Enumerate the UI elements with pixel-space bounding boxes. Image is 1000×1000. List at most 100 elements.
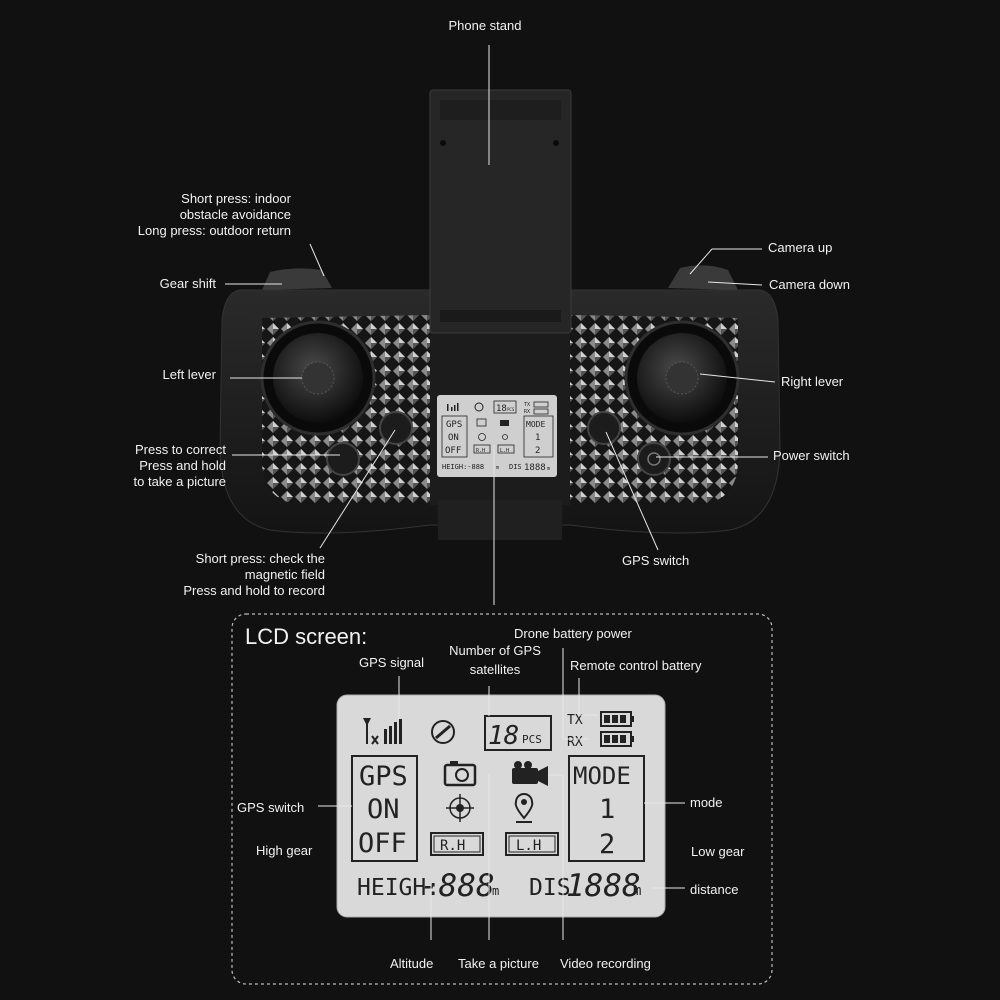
label-magnetic-1: Short press: check the <box>195 551 325 566</box>
lcd-callout-lines <box>318 648 685 940</box>
label-take-picture: Take a picture <box>458 956 539 971</box>
small-rh: R.H <box>476 448 485 454</box>
label-press-correct-3: to take a picture <box>133 474 227 489</box>
lcd-lh: L.H <box>516 838 541 854</box>
lcd-height-value: -888 <box>420 868 495 904</box>
small-camera-icon <box>476 418 487 427</box>
label-camera-up: Camera up <box>768 240 833 255</box>
label-gps-signal: GPS signal <box>359 655 425 670</box>
high-gear-box <box>430 832 484 856</box>
lcd-rh: R.H <box>440 838 465 854</box>
small-video-icon <box>500 420 509 426</box>
label-magnetic-2: magnetic field <box>244 567 325 582</box>
small-m: m <box>496 465 499 471</box>
small-battery-icon <box>533 408 549 415</box>
drone-battery-icon <box>600 711 634 727</box>
satellite-icon <box>431 720 455 744</box>
label-drone-battery: Drone battery power <box>514 626 632 641</box>
label-magnetic-3: Press and hold to record <box>183 583 325 598</box>
low-gear-box <box>505 832 559 856</box>
satellite-count: 18 <box>488 721 519 751</box>
small-tx: TX <box>524 402 530 408</box>
satellite-count-box <box>484 715 552 751</box>
lcd-mode-2: 2 <box>599 829 615 860</box>
label-high-gear: High gear <box>256 843 313 858</box>
small-heigh: HEIGH:-888 <box>442 463 484 471</box>
phone-clamp-base <box>438 500 562 540</box>
lcd-panel-title: LCD screen: <box>245 624 368 649</box>
small-rx: RX <box>524 409 530 415</box>
label-num-gps-1: Number of GPS <box>449 643 541 658</box>
video-icon <box>512 761 548 786</box>
home-pin-icon <box>514 793 534 823</box>
gps-block <box>351 755 418 862</box>
lcd-mode-1: 1 <box>599 794 615 825</box>
lcd-dis: DIS <box>529 875 571 901</box>
label-short-press-3: Long press: outdoor return <box>137 223 291 238</box>
label-short-press-2: obstacle avoidance <box>179 207 291 222</box>
lcd-m1: m <box>492 884 499 898</box>
small-lh: L.H <box>500 448 509 454</box>
small-on: ON <box>448 433 459 443</box>
label-low-gear: Low gear <box>691 844 745 859</box>
lcd-on: ON <box>367 794 400 825</box>
power-switch-button[interactable] <box>637 442 671 476</box>
small-mode1: 1 <box>535 433 540 443</box>
small-home-pin-icon <box>502 434 508 440</box>
remote-battery-icon <box>600 731 634 747</box>
controller-lcd: 18 PCS TX RX GPS ON OFF MODE 1 2 R.H L.H… <box>437 395 557 477</box>
small-m2: m <box>547 466 550 472</box>
label-short-press-1: Short press: indoor <box>181 191 291 206</box>
gear-shift-button[interactable] <box>262 268 332 290</box>
mode-block <box>568 755 645 862</box>
label-press-correct-2: Press and hold <box>139 458 226 473</box>
left-lever[interactable] <box>260 320 376 436</box>
lcd-off: OFF <box>358 828 407 859</box>
small-mode2: 2 <box>535 446 540 456</box>
pcs-label: PCS <box>522 733 542 746</box>
small-compass-icon <box>478 433 486 441</box>
label-press-correct-1: Press to correct <box>134 442 226 457</box>
large-lcd: 18 PCS TX RX GPS ON OFF MODE 1 2 <box>336 694 666 918</box>
lcd-panel-frame <box>231 613 773 985</box>
compass-icon <box>446 794 474 822</box>
magnetic-record-button[interactable] <box>379 411 413 445</box>
lcd-heigh: HEIGH: <box>357 875 440 901</box>
small-battery-icon <box>533 401 549 408</box>
small-mode: MODE <box>526 420 545 429</box>
lcd-dis-value: 1888 <box>566 868 641 904</box>
label-right-lever: Right lever <box>781 374 844 389</box>
phone-stand[interactable] <box>429 89 572 334</box>
small-gps: GPS <box>446 420 462 430</box>
label-mode: mode <box>690 795 723 810</box>
small-dis-value: 1888 <box>524 463 546 473</box>
gps-signal-icon <box>363 718 402 745</box>
label-altitude: Altitude <box>390 956 434 971</box>
small-off: OFF <box>445 446 461 456</box>
gps-switch-button[interactable] <box>587 411 621 445</box>
label-distance: distance <box>690 882 739 897</box>
label-lcd-gps-switch: GPS switch <box>237 800 305 815</box>
label-camera-down: Camera down <box>769 277 850 292</box>
camera-icon <box>443 761 477 787</box>
label-video-recording: Video recording <box>560 956 651 971</box>
label-num-gps-2: satellites <box>469 662 521 677</box>
camera-tilt-wheel[interactable] <box>668 265 738 290</box>
label-phone-stand: Phone stand <box>448 18 522 33</box>
small-satellite-icon <box>474 402 484 412</box>
correct-photo-button[interactable] <box>326 442 360 476</box>
label-left-lever: Left lever <box>162 367 216 382</box>
rx-label: RX <box>567 735 583 750</box>
lcd-mode: MODE <box>573 762 631 790</box>
small-pcs: PCS <box>507 407 515 412</box>
label-gear-shift: Gear shift <box>159 276 216 291</box>
lcd-m2: m <box>633 883 641 899</box>
small-sat-count: 18 <box>496 404 507 414</box>
label-power-switch: Power switch <box>773 448 850 463</box>
tx-label: TX <box>567 713 583 728</box>
small-dis: DIS <box>509 463 522 471</box>
small-gps-signal-icon <box>447 403 459 411</box>
right-lever[interactable] <box>624 320 740 436</box>
power-icon <box>647 452 661 466</box>
